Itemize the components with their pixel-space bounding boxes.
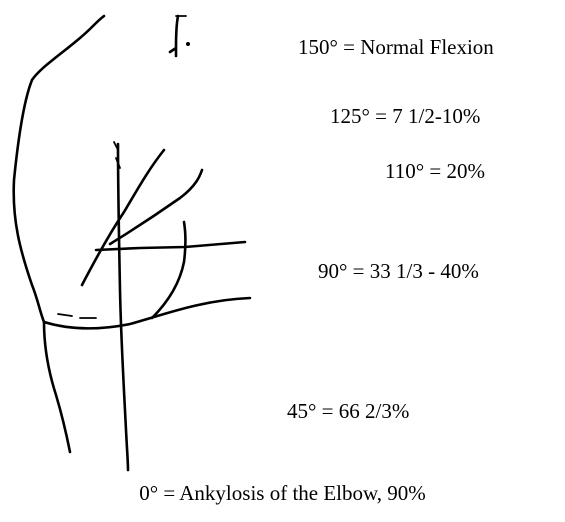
forearm-lower-outline [44, 322, 70, 452]
forearm-curve [152, 222, 186, 318]
label-flexion-110: 110° = 20% [385, 159, 485, 183]
label-normal-flexion: 150° = Normal Flexion [298, 35, 494, 59]
label-flexion-45: 45° = 66 2/3% [287, 399, 409, 423]
marker-150 [170, 16, 178, 56]
upper-arm-outline [14, 16, 104, 322]
angle-line-0 [118, 144, 128, 470]
angle-line-125 [110, 170, 202, 244]
crease-detail-line [58, 314, 96, 318]
elbow-crease-line [44, 298, 250, 328]
marker-150-dot [186, 42, 190, 46]
label-flexion-125: 125° = 7 1/2-10% [330, 104, 480, 128]
label-flexion-90: 90° = 33 1/3 - 40% [318, 259, 479, 283]
label-ankylosis: 0° = Ankylosis of the Elbow, 90% [0, 481, 565, 505]
